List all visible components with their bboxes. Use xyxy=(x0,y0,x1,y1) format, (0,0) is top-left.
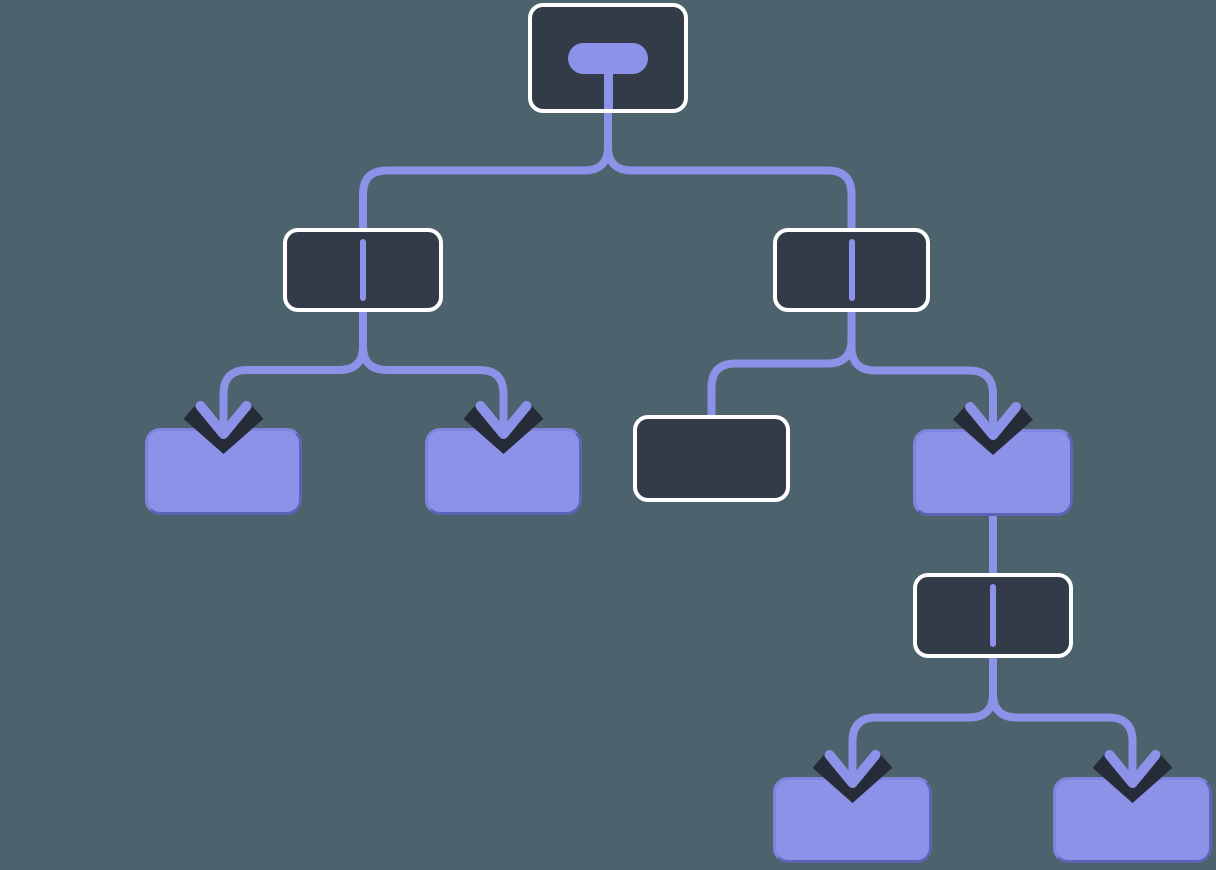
root-node xyxy=(528,3,688,113)
vertical-line-placeholder xyxy=(848,239,855,301)
branch-node-left xyxy=(283,228,443,312)
branch-node-bottom xyxy=(913,573,1073,658)
branch-node-right xyxy=(773,228,930,312)
leaf-node-1 xyxy=(145,428,302,515)
pill-stem-shape xyxy=(603,67,613,109)
dark-leaf-node xyxy=(633,415,790,502)
vertical-line-placeholder xyxy=(360,239,366,301)
leaf-node-2 xyxy=(425,428,582,515)
accent-node-right xyxy=(913,429,1073,516)
leaf-node-4 xyxy=(773,777,932,863)
leaf-node-5 xyxy=(1053,777,1212,863)
vertical-line-placeholder xyxy=(990,584,996,647)
